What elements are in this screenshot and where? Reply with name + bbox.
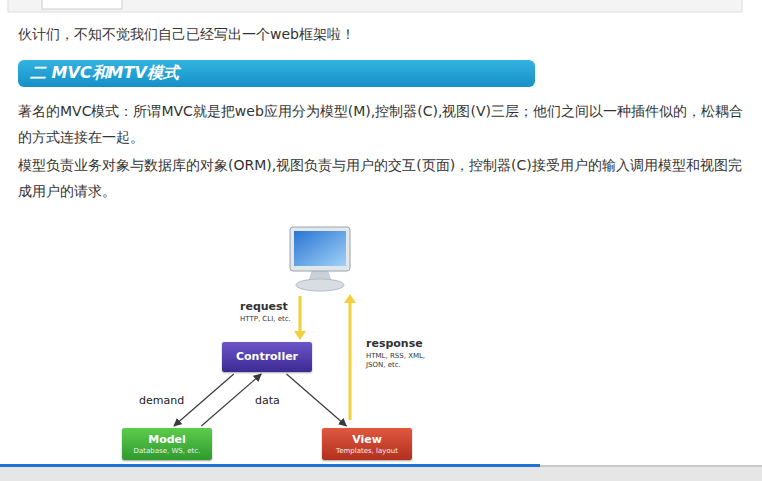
node-title: 二 MVC和MTV模式: [30, 63, 179, 84]
monitor-icon: [290, 227, 350, 291]
response-arrow: [344, 294, 356, 420]
edge-label: demand: [137, 394, 186, 407]
request-arrow: [294, 296, 306, 340]
node-title: View: [352, 433, 382, 447]
section-banner: 二 MVC和MTV模式: [18, 60, 535, 87]
node-subtitle: Templates, layout: [336, 447, 398, 456]
connector-arrow: [287, 374, 347, 426]
top-panel: [8, 0, 742, 12]
node-title: Model: [148, 433, 186, 447]
player-bar: [0, 467, 762, 481]
flow-label: request: [240, 300, 288, 313]
paragraph: 著名的MVC模式：所谓MVC就是把web应用分为模型(M),控制器(C),视图(…: [18, 98, 746, 150]
controller-box: Controller: [222, 342, 312, 372]
view-box: ViewTemplates, layout: [322, 428, 412, 460]
node-title: Controller: [236, 350, 298, 364]
paragraph: 模型负责业务对象与数据库的对象(ORM),视图负责与用户的交互(页面)，控制器(…: [18, 152, 746, 204]
flow-label: response: [366, 337, 423, 350]
node-subtitle: Database, WS, etc.: [134, 447, 201, 456]
edge-label: data: [253, 394, 282, 407]
progress-bar: [0, 464, 540, 467]
flow-sublabel: HTML, RSS, XML, JSON, etc.: [366, 352, 428, 370]
intro-text: 伙计们，不知不觉我们自己已经写出一个web框架啦！: [18, 24, 746, 44]
code-field: [42, 0, 122, 9]
model-box: ModelDatabase, WS, etc.: [122, 428, 212, 460]
flow-sublabel: HTTP, CLI, etc.: [240, 315, 291, 324]
progress-track: [540, 465, 762, 467]
